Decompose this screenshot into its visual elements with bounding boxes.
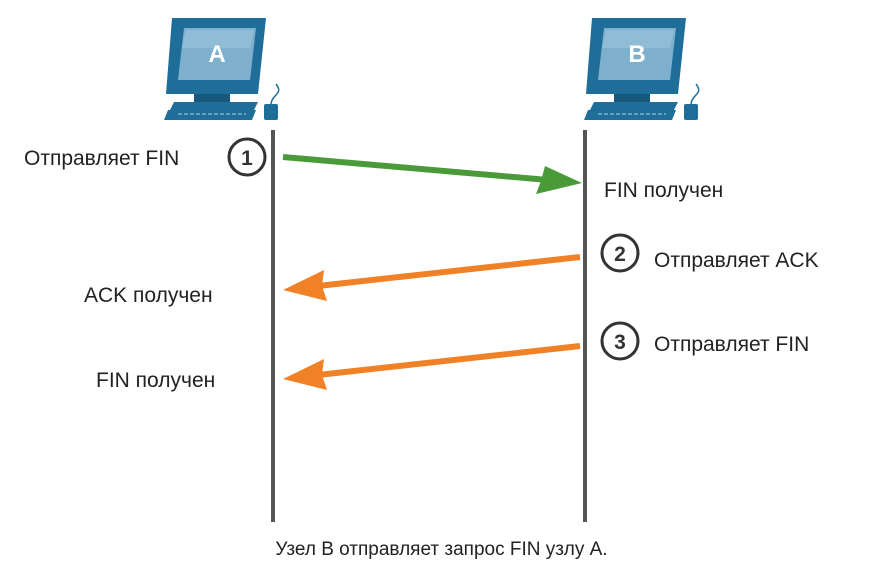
arrow-ack-b-to-a (283, 254, 581, 301)
step-3-number: 3 (614, 331, 626, 354)
host-b-letter: B (628, 41, 645, 68)
step-1-sender-label: Отправляет FIN (24, 147, 180, 170)
step-2-number: 2 (614, 243, 626, 266)
step-1-receiver-label: FIN получен (604, 179, 724, 202)
step-2-receiver-label: ACK получен (84, 284, 213, 307)
host-a-letter: A (208, 41, 225, 68)
step-2-sender-label: Отправляет ACK (654, 249, 819, 272)
diagram-caption: Узел B отправляет запрос FIN узлу A. (275, 539, 608, 560)
arrow-fin-a-to-b (282, 154, 582, 194)
step-2-marker: 2 (600, 233, 640, 273)
step-3-receiver-label: FIN получен (96, 369, 216, 392)
computer-a-icon (163, 17, 280, 121)
step-1-marker: 1 (227, 137, 267, 177)
arrow-fin-b-to-a (283, 343, 581, 390)
step-3-marker: 3 (600, 321, 640, 361)
computer-b-icon (583, 17, 700, 121)
step-1-number: 1 (241, 147, 253, 170)
step-3-sender-label: Отправляет FIN (654, 333, 810, 356)
